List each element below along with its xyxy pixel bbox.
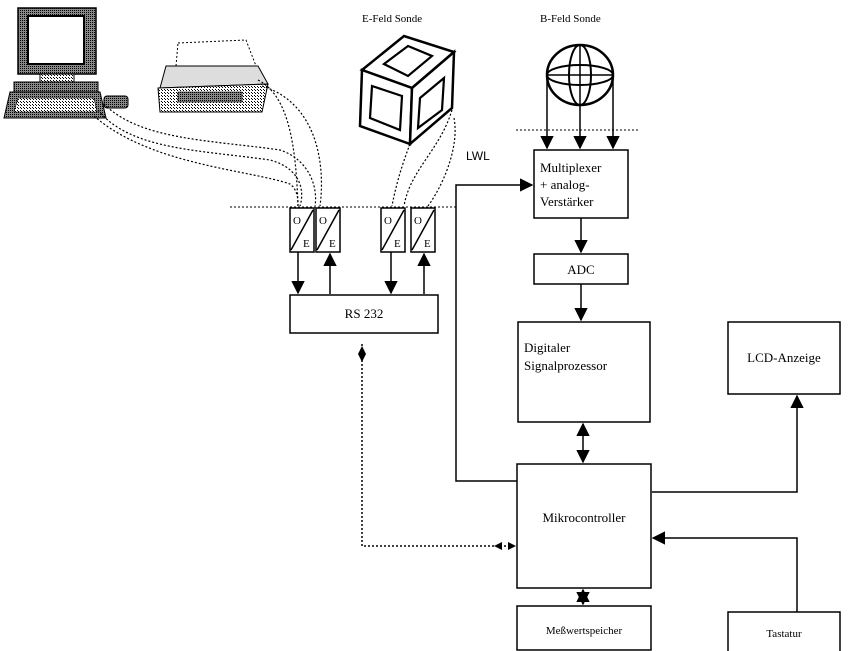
cube-probe-icon xyxy=(358,34,457,147)
svg-text:E: E xyxy=(303,238,310,250)
svg-text:O: O xyxy=(319,215,327,227)
computer-icon xyxy=(3,7,129,119)
adc-label: ADC xyxy=(567,262,594,277)
svg-text:E: E xyxy=(329,238,336,250)
adc-box: ADC xyxy=(533,253,629,285)
multiplexer-box: Multiplexer + analog- Verstärker xyxy=(533,149,629,219)
svg-text:O: O xyxy=(293,215,301,227)
dsp-label-1: Digitaler xyxy=(524,340,571,355)
mcu-link-arrow-left xyxy=(494,542,502,550)
globe-probe-icon xyxy=(545,43,615,107)
svg-text:O: O xyxy=(414,215,422,227)
memory-box: Meßwertspeicher xyxy=(516,605,652,651)
keyboard-mcu-arrow xyxy=(651,531,798,612)
svg-text:E: E xyxy=(424,238,431,250)
mcu-link-arrow-right xyxy=(508,542,516,550)
mcu-lcd-arrow xyxy=(652,394,804,493)
lcd-label: LCD-Anzeige xyxy=(747,350,821,365)
b-probe-label: B-Feld Sonde xyxy=(540,13,601,25)
svg-text:E: E xyxy=(394,238,401,250)
mcu-label: Mikrocontroller xyxy=(542,510,626,525)
lcd-box: LCD-Anzeige xyxy=(727,321,841,395)
keyboard-label: Tastatur xyxy=(766,628,802,640)
lwl-label: LWL xyxy=(466,149,490,163)
rs232-link-arrow-down xyxy=(358,354,366,362)
mux-label-1: Multiplexer xyxy=(540,160,602,175)
dsp-box: Digitaler Signalprozessor xyxy=(517,321,651,423)
mux-label-2: + analog- xyxy=(540,177,590,192)
oe-converter-1: O E xyxy=(289,207,315,253)
e-probe-cables xyxy=(391,109,456,207)
oe-converter-4: O E xyxy=(410,207,436,253)
oe-rs232-arrows xyxy=(291,252,431,295)
pc-cables xyxy=(93,79,323,207)
rs232-box: RS 232 xyxy=(289,294,439,334)
mcu-mux-line xyxy=(455,178,534,482)
mikrocontroller-box: Mikrocontroller xyxy=(516,463,652,589)
keyboard-box: Tastatur xyxy=(727,611,841,651)
printer-icon xyxy=(157,39,269,113)
oe-converter-2: O E xyxy=(315,207,341,253)
memory-label: Meßwertspeicher xyxy=(546,625,623,637)
b-probe-arrows xyxy=(540,75,620,150)
rs232-mcu-link xyxy=(361,344,514,547)
e-probe-label: E-Feld Sonde xyxy=(362,13,422,25)
rs232-link-arrow-up xyxy=(358,346,366,354)
mux-label-3: Verstärker xyxy=(540,194,594,209)
svg-text:O: O xyxy=(384,215,392,227)
oe-converter-3: O E xyxy=(380,207,406,253)
dsp-label-2: Signalprozessor xyxy=(524,358,608,373)
rs232-label: RS 232 xyxy=(345,306,384,321)
